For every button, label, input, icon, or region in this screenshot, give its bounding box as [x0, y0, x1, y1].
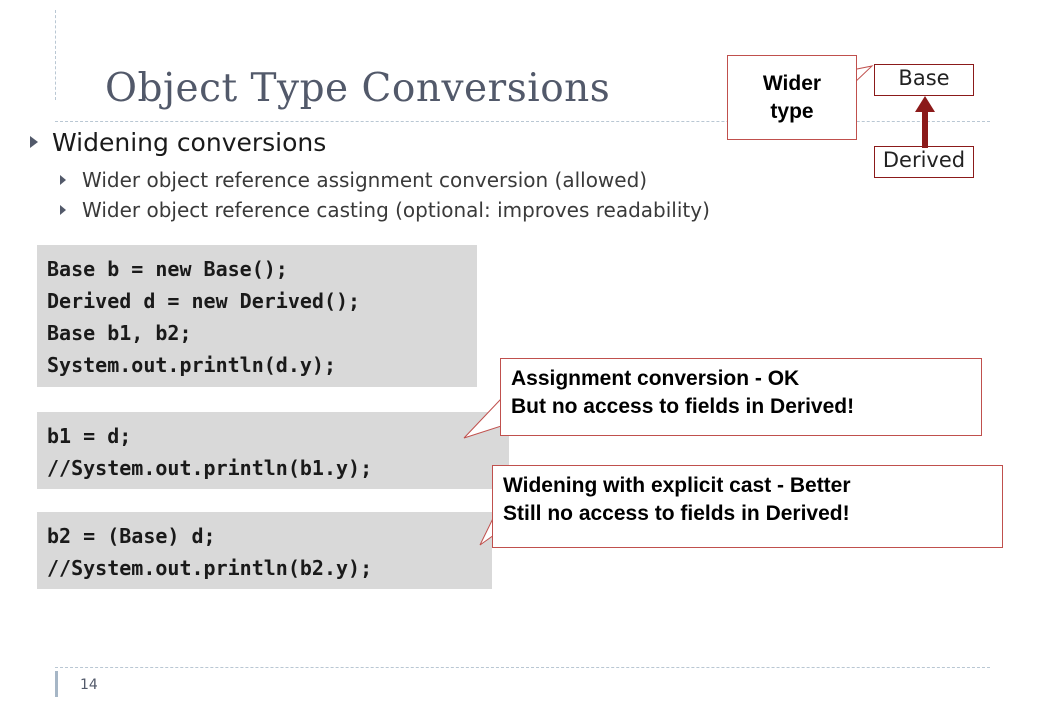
title-divider — [55, 121, 990, 122]
bullet-main: Widening conversions — [30, 128, 326, 157]
base-class-box: Base — [874, 64, 974, 96]
sub-bullet-1: Wider object reference assignment conver… — [60, 168, 647, 192]
assignment-callout: Assignment conversion - OK But no access… — [500, 358, 982, 436]
code-block-assignment: b1 = d; //System.out.println(b1.y); — [37, 412, 509, 489]
bullet-main-text: Widening conversions — [52, 128, 327, 157]
footer-divider — [55, 667, 990, 668]
slide-title: Object Type Conversions — [105, 66, 611, 111]
cast-callout: Widening with explicit cast - Better Sti… — [492, 465, 1003, 548]
bullet-triangle-icon — [30, 136, 38, 148]
left-guide-line — [55, 10, 56, 100]
page-number: 14 — [80, 677, 98, 693]
wider-type-callout: Wider type — [727, 55, 857, 140]
sub-bullet-2: Wider object reference casting (optional… — [60, 198, 710, 222]
code-block-declarations: Base b = new Base(); Derived d = new Der… — [37, 245, 477, 387]
sub-bullet-text: Wider object reference assignment conver… — [82, 168, 648, 192]
bullet-triangle-icon — [60, 204, 66, 215]
sub-bullet-text: Wider object reference casting (optional… — [82, 198, 710, 222]
bullet-triangle-icon — [60, 174, 66, 185]
derived-class-box: Derived — [874, 146, 974, 178]
inheritance-arrow-icon — [915, 96, 935, 148]
code-block-cast: b2 = (Base) d; //System.out.println(b2.y… — [37, 512, 492, 589]
footer-bar — [55, 671, 58, 697]
